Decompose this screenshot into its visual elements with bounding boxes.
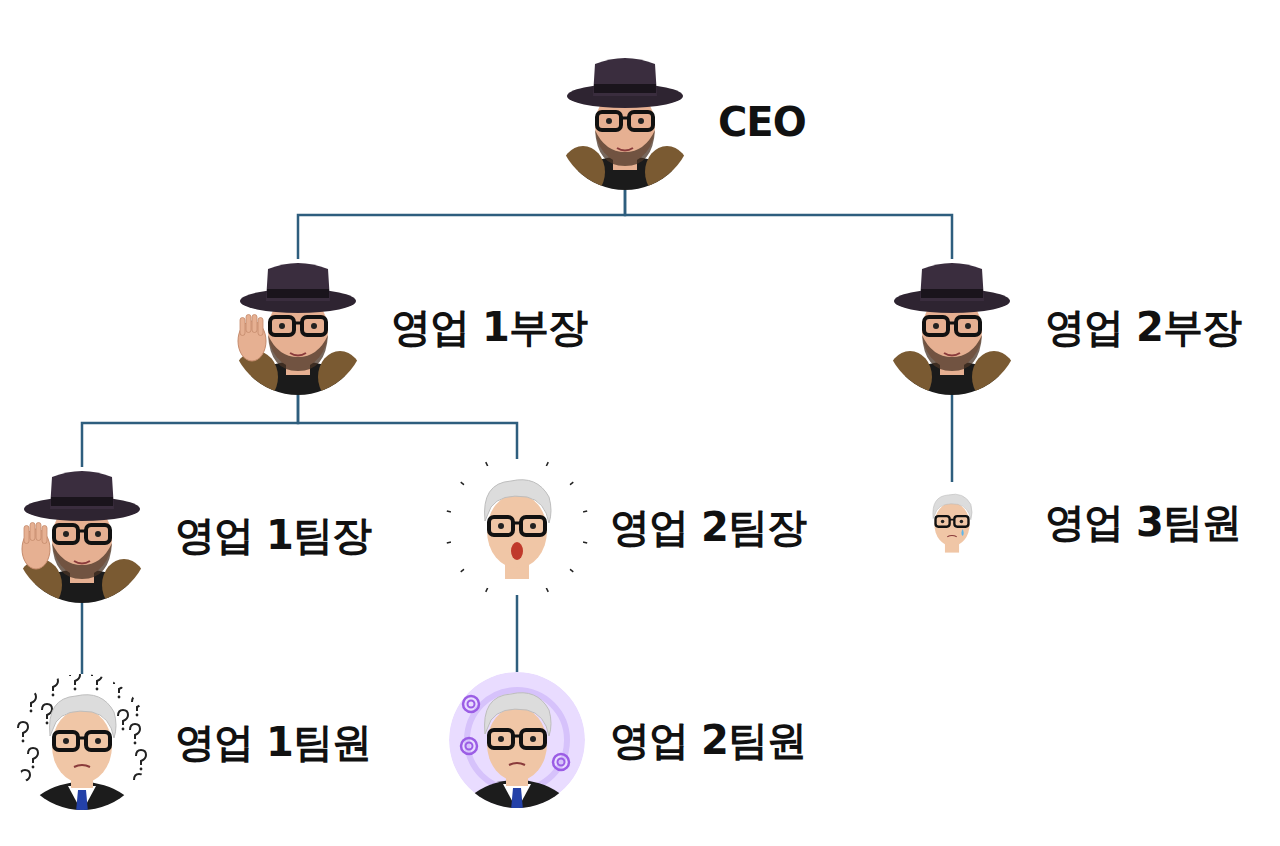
org-member: 영업 1부장 [230,259,587,395]
member-title: CEO [718,100,806,144]
member-title: 영업 1팀장 [175,513,371,557]
org-member: 영업 1팀장 [14,467,371,603]
avatar [449,672,585,846]
reporting-line [81,603,84,674]
member-title: 영업 1팀원 [175,720,371,764]
member-title: 영업 3팀원 [1045,500,1241,544]
org-member: 영업 2팀장 [449,459,806,595]
org-member: 영업 2팀원 [449,672,806,808]
reporting-line [625,190,952,259]
org-member: 영업 1팀원 [14,674,371,810]
reporting-line [82,395,298,467]
member-title: 영업 2팀원 [610,718,806,762]
org-member: CEO [557,54,806,190]
member-title: 영업 1부장 [391,305,587,349]
reporting-line [516,595,519,672]
reporting-line [951,395,954,482]
avatar [912,482,992,562]
reporting-line [298,395,517,459]
avatar [447,455,587,599]
avatar [14,670,150,846]
member-title: 영업 2팀장 [610,505,806,549]
reporting-line [298,190,625,259]
org-member: 영업 2부장 [884,259,1241,395]
org-member: 영업 3팀원 [912,482,1241,562]
member-title: 영업 2부장 [1045,305,1241,349]
